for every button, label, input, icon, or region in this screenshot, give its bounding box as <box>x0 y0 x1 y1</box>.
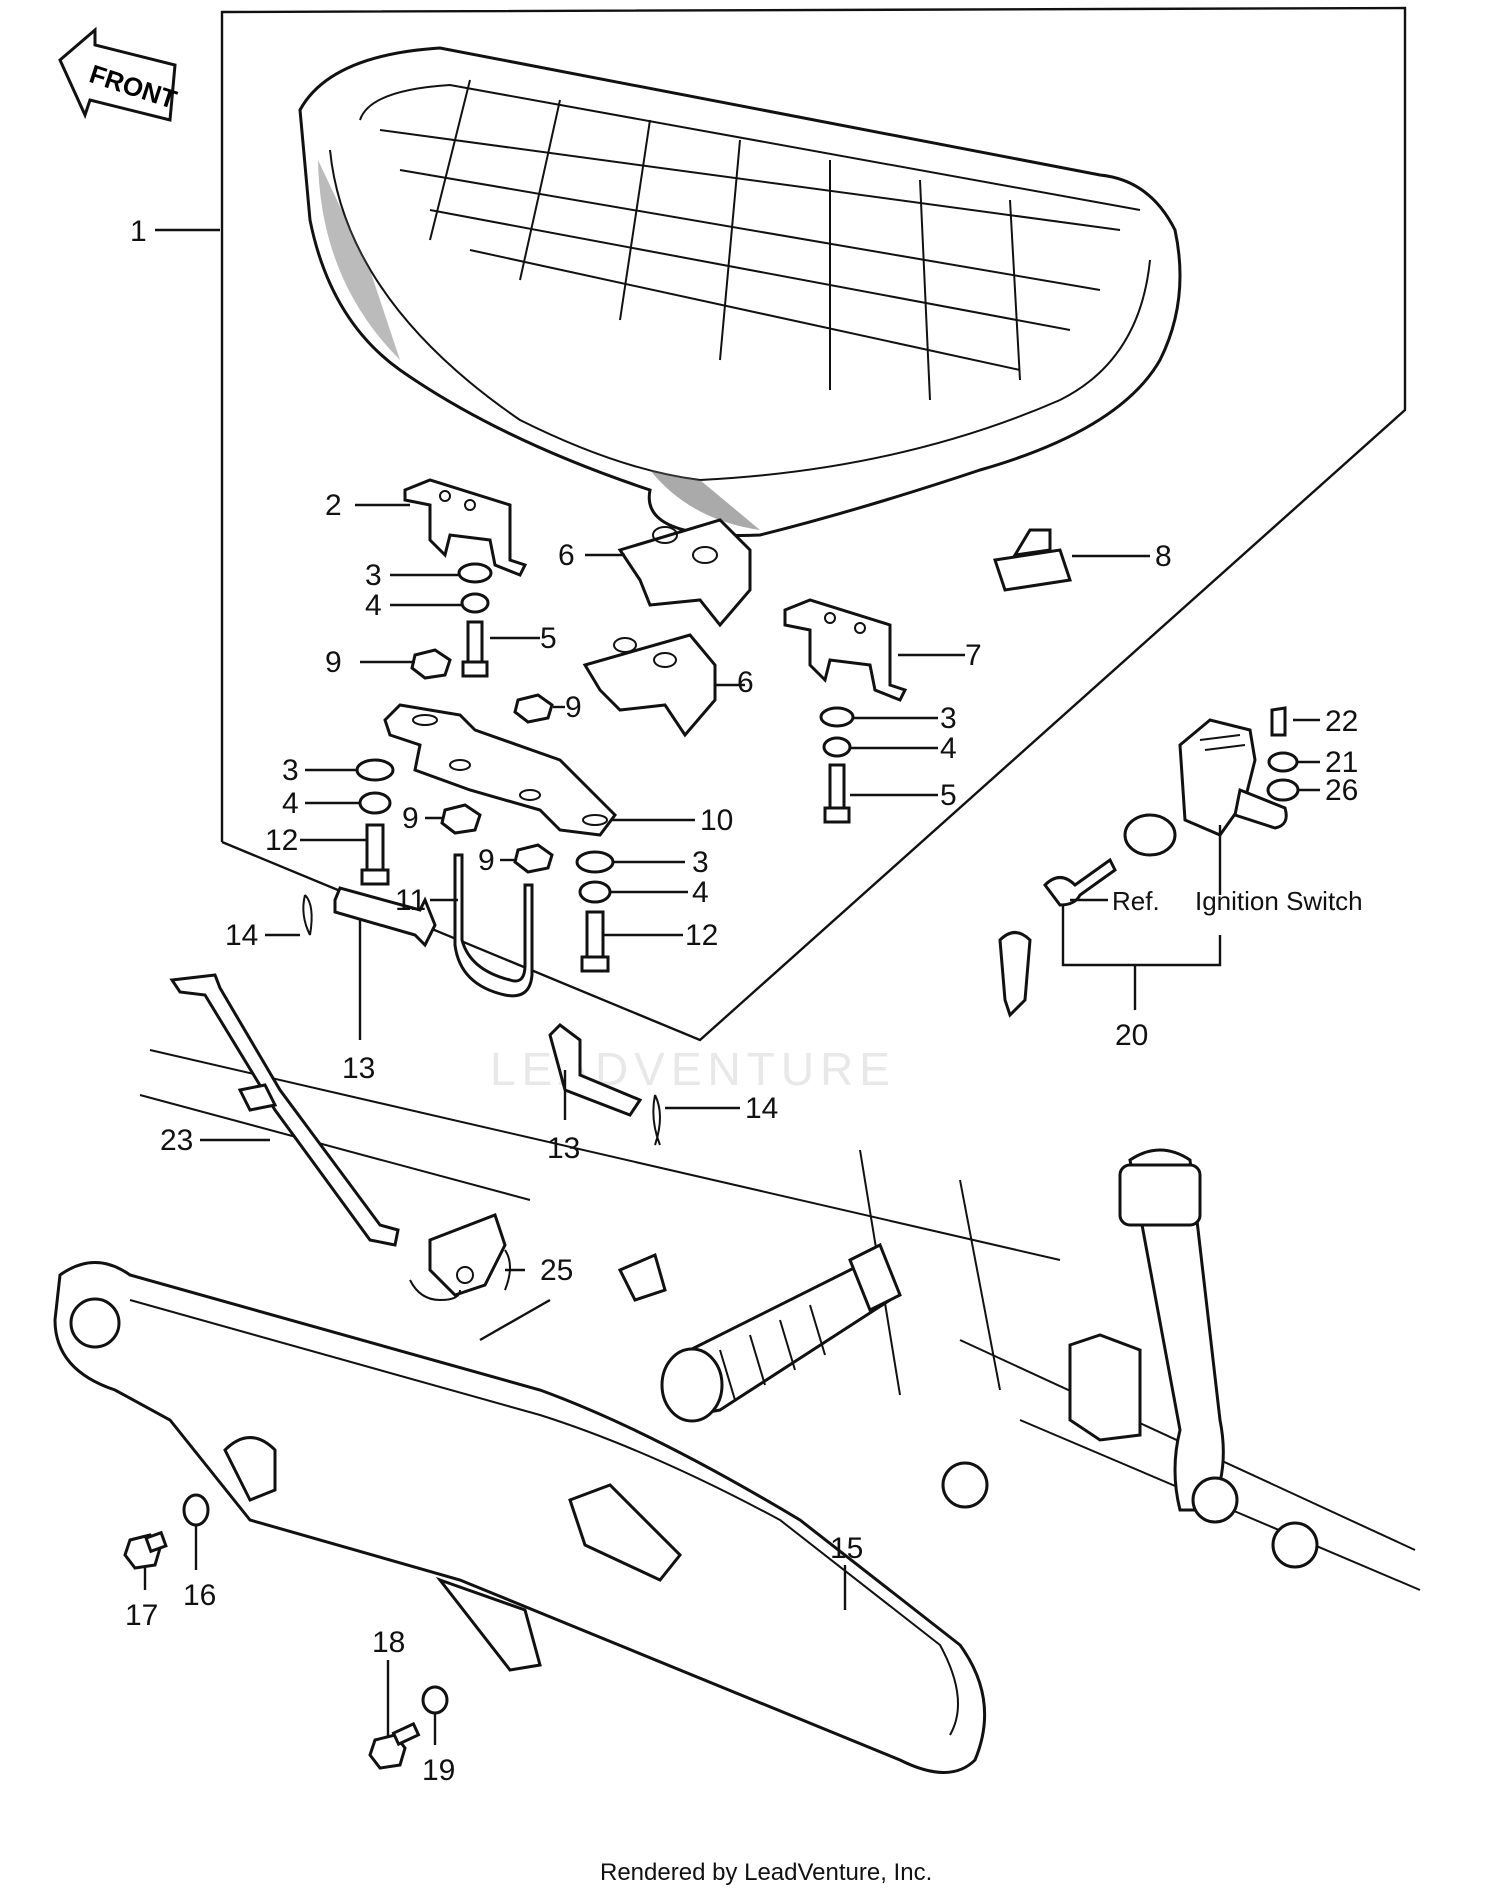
callout-9: 9 <box>402 802 419 835</box>
part-6-rubber-cushion-lower <box>582 633 717 738</box>
part-8-seat-stopper <box>993 528 1072 592</box>
callout-4: 4 <box>692 876 709 909</box>
callout-2: 2 <box>325 489 342 522</box>
front-direction-arrow-icon: FRONT <box>58 26 180 122</box>
callout-17: 17 <box>125 1599 158 1632</box>
seat-illustration <box>298 46 1182 537</box>
part-23-rod <box>169 973 400 1247</box>
part-15-chain-cover <box>53 1261 987 1774</box>
callout-23: 23 <box>160 1124 193 1157</box>
callout-4: 4 <box>282 787 299 820</box>
ignition-switch-annotation: Ignition Switch <box>1195 886 1363 916</box>
callout-3: 3 <box>692 846 709 879</box>
part-14-clip-lower <box>652 1094 661 1146</box>
callout-16: 16 <box>183 1579 216 1612</box>
leader-lines <box>143 228 1320 1745</box>
callout-21: 21 <box>1325 746 1358 779</box>
part-25-spring-clip <box>409 1213 667 1302</box>
callout-3: 3 <box>282 754 299 787</box>
callout-15: 15 <box>830 1532 863 1565</box>
callout-12: 12 <box>265 824 298 857</box>
callout-labels: 1 2 3 4 5 6 6 7 8 9 9 9 9 10 3 4 5 3 4 1… <box>125 215 1363 1787</box>
callout-1: 1 <box>130 215 147 248</box>
hardware-washers-nuts-bolts <box>355 562 855 973</box>
callout-3: 3 <box>940 702 957 735</box>
part-2-seat-bracket <box>403 478 528 577</box>
callout-13: 13 <box>342 1052 375 1085</box>
callout-4: 4 <box>940 732 957 765</box>
callout-5: 5 <box>540 622 557 655</box>
callout-7: 7 <box>965 639 982 672</box>
callout-18: 18 <box>372 1626 405 1659</box>
seat-assembly-frame <box>220 6 1407 1042</box>
callout-5: 5 <box>940 779 957 812</box>
watermark-text: LEADVENTURE <box>490 1043 896 1095</box>
part-10-seat-plate <box>383 703 617 837</box>
callout-6: 6 <box>737 666 754 699</box>
callout-19: 19 <box>422 1754 455 1787</box>
callout-3: 3 <box>365 559 382 592</box>
callout-25: 25 <box>540 1254 573 1287</box>
callout-4: 4 <box>365 589 382 622</box>
part-13-pin-upper <box>333 886 437 948</box>
callout-11: 11 <box>395 884 426 917</box>
callout-8: 8 <box>1155 540 1172 573</box>
callout-9: 9 <box>325 646 342 679</box>
part-13-pin-lower <box>548 1023 643 1117</box>
footer-credit: Rendered by LeadVenture, Inc. <box>600 1859 932 1886</box>
part-11-u-bolt <box>453 853 534 998</box>
callout-26: 26 <box>1325 774 1358 807</box>
callout-12: 12 <box>685 919 718 952</box>
callout-22: 22 <box>1325 705 1358 738</box>
callout-9: 9 <box>478 844 495 877</box>
callout-14: 14 <box>225 919 258 952</box>
callout-13: 13 <box>547 1132 580 1165</box>
callout-10: 10 <box>700 804 733 837</box>
part-6-rubber-cushion-upper <box>617 518 752 628</box>
callout-14: 14 <box>745 1092 778 1125</box>
ignition-switch-illustration <box>1123 706 1300 857</box>
ignition-key-icons <box>998 857 1117 1018</box>
footrest-peg <box>660 1242 902 1423</box>
callout-20: 20 <box>1115 1019 1148 1052</box>
part-7-seat-bracket <box>783 598 908 702</box>
part-14-clip-upper <box>302 894 313 936</box>
ref-annotation: Ref. <box>1112 886 1160 916</box>
callout-9: 9 <box>565 691 582 724</box>
callout-6: 6 <box>558 539 575 572</box>
